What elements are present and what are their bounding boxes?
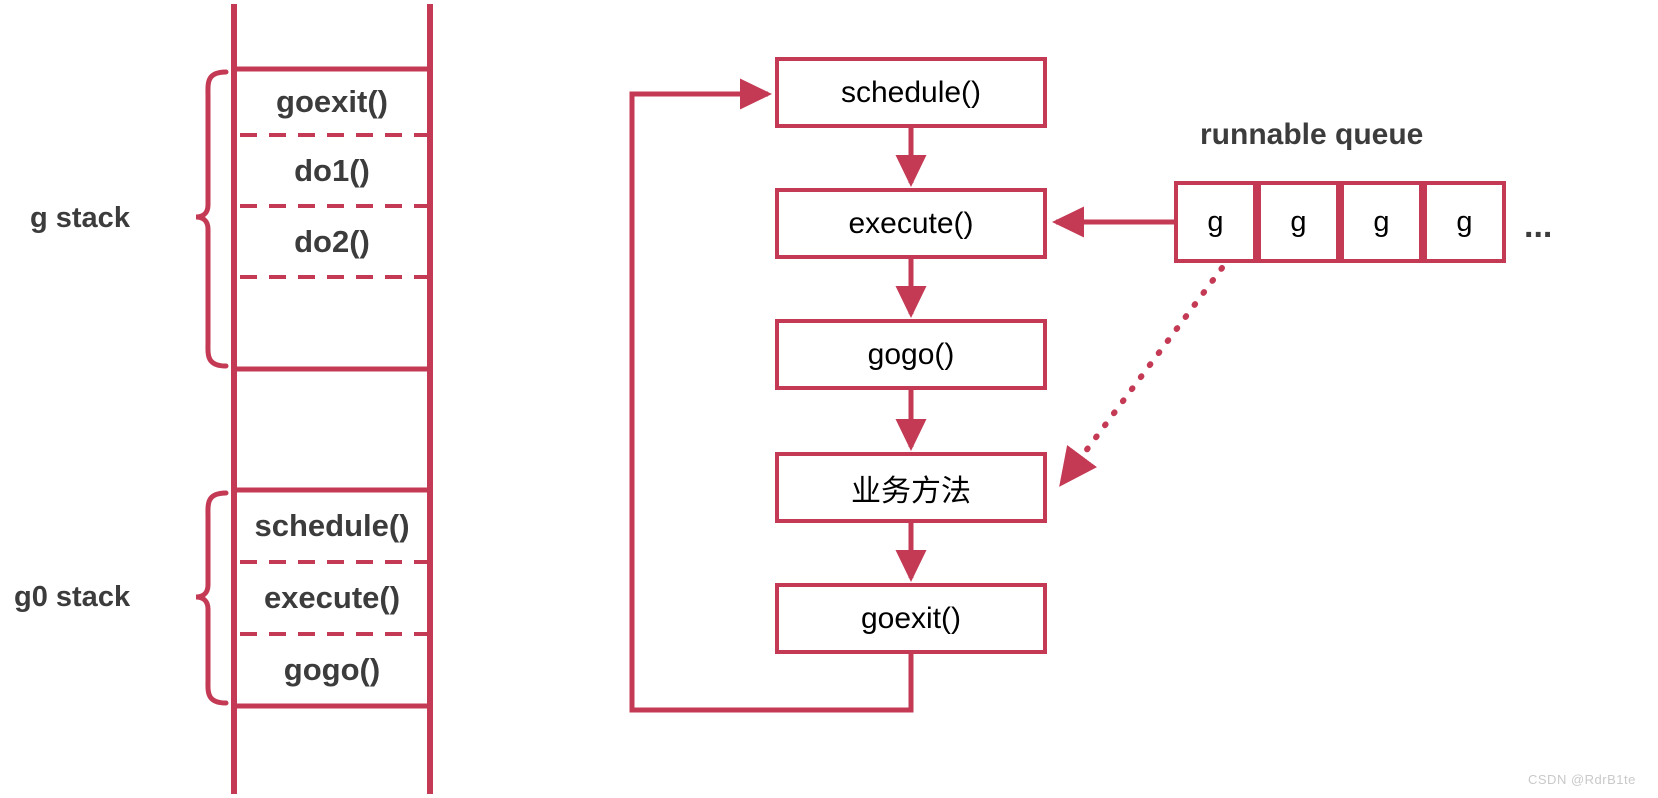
flow-box-gogo[interactable]: gogo(): [775, 319, 1047, 390]
stack-frame-g-0: goexit(): [234, 69, 430, 135]
flow-box-schedule[interactable]: schedule(): [775, 57, 1047, 128]
queue-cell-3[interactable]: g: [1423, 181, 1506, 263]
flow-box-execute[interactable]: execute(): [775, 188, 1047, 259]
g-stack-brace: [195, 69, 229, 369]
g0-stack-brace-label: g0 stack: [14, 581, 131, 613]
stack-frame-label: schedule(): [254, 508, 410, 543]
flow-box-business-method[interactable]: 业务方法: [775, 452, 1047, 523]
g0-stack-brace: [195, 490, 229, 706]
g-stack-brace-label: g stack: [30, 202, 130, 234]
queue-ellipsis: ...: [1524, 207, 1553, 245]
stack-frame-label: do2(): [294, 223, 370, 259]
stack-frame-g-3-empty: [234, 277, 430, 369]
stack-frame-g0-1: execute(): [234, 562, 430, 634]
stack-frame-g0-2: gogo(): [234, 634, 430, 706]
stack-frame-label: gogo(): [283, 652, 381, 687]
queue-cell-label: g: [1456, 205, 1473, 238]
queue-cell-1[interactable]: g: [1257, 181, 1340, 263]
flow-box-label: execute(): [848, 206, 974, 240]
stack-frame-label: goexit(): [276, 84, 388, 119]
queue-cell-label: g: [1207, 205, 1224, 238]
stack-frame-g0-0: schedule(): [234, 490, 430, 562]
flow-box-label: gogo(): [867, 337, 955, 371]
stack-frame-label: do1(): [294, 152, 370, 188]
flow-box-label: schedule(): [840, 75, 982, 109]
stack-frame-label: execute(): [263, 580, 401, 615]
queue-cell-2[interactable]: g: [1340, 181, 1423, 263]
stack-frame-g-1: do1(): [234, 135, 430, 206]
flow-box-goexit[interactable]: goexit(): [775, 583, 1047, 654]
queue-cell-0[interactable]: g: [1174, 181, 1257, 263]
flow-box-label: goexit(): [860, 601, 962, 635]
flow-box-label: 业务方法: [851, 474, 971, 508]
stack-frame-g-2: do2(): [234, 206, 430, 277]
watermark: CSDN @RdrB1te: [1528, 772, 1636, 787]
queue-cell-label: g: [1290, 205, 1307, 238]
queue-cell-label: g: [1373, 205, 1390, 238]
runnable-queue-title: runnable queue: [1200, 118, 1424, 151]
queue-to-business-method-dotted-arrow: [1059, 265, 1225, 487]
